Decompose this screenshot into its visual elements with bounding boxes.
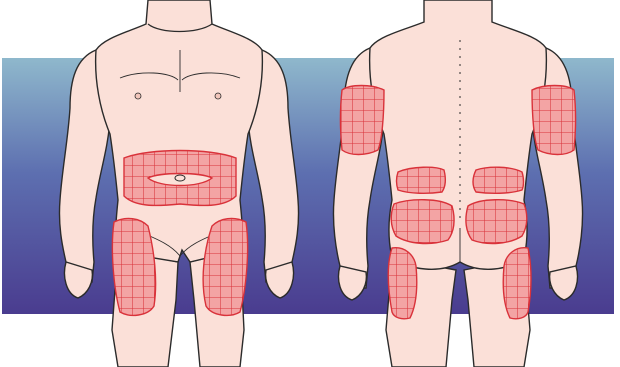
left-upper-arm-injection-zone xyxy=(341,86,385,155)
left-back-thigh-injection-zone xyxy=(388,248,417,319)
left-thigh-injection-zone xyxy=(203,219,247,316)
right-thigh-injection-zone xyxy=(112,219,155,316)
front-nipple-right xyxy=(215,93,221,99)
left-buttock-injection-zone xyxy=(391,200,454,244)
right-buttock-injection-zone xyxy=(466,200,527,244)
right-back-thigh-injection-zone xyxy=(503,248,531,319)
front-navel xyxy=(175,175,185,181)
left-lower-back-injection-zone xyxy=(397,167,446,193)
right-upper-arm-injection-zone xyxy=(532,86,576,155)
right-lower-back-injection-zone xyxy=(473,167,524,193)
front-nipple-left xyxy=(135,93,141,99)
